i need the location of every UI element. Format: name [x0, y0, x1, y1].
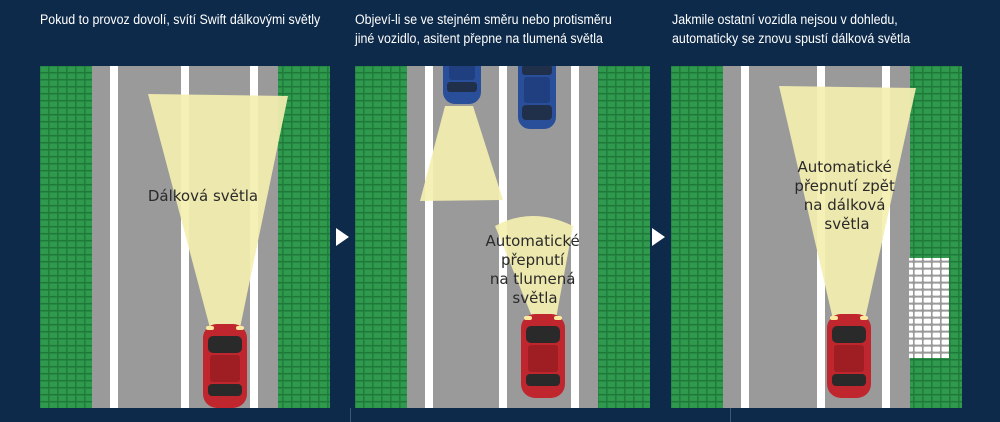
panel-2-caption: Objeví-li se ve stejném směru nebo proti… [355, 10, 612, 48]
panel-2-scene: Automatické přepnutí na tlumená světla [355, 66, 650, 408]
panel-3-caption-line-2: automaticky se znovu spustí dálková svět… [672, 31, 911, 46]
panel-3-caption-line-1: Jakmile ostatní vozidla nejsou v dohledu… [672, 12, 898, 27]
panel-3-caption: Jakmile ostatní vozidla nejsou v dohledu… [672, 10, 910, 48]
panel-2-caption-line-1: Objeví-li se ve stejném směru nebo proti… [355, 12, 612, 27]
next-step-arrow-1 [336, 228, 349, 246]
high-beam-cone [148, 94, 288, 328]
panel-3-label: Automatické přepnutí zpět na dálková svě… [794, 158, 899, 233]
own-car-icon [203, 324, 247, 408]
panel-1-caption-line-1: Pokud to provoz dovolí, svítí Swift dálk… [40, 12, 321, 27]
guide-line-2 [730, 408, 731, 422]
panel-3-scene: Automatické přepnutí zpět na dálková svě… [671, 66, 962, 408]
next-step-arrow-2 [652, 228, 665, 246]
own-car-icon [521, 314, 565, 398]
guide-line-1 [350, 408, 351, 422]
panel-1-caption: Pokud to provoz dovolí, svítí Swift dálk… [40, 10, 320, 29]
panel-2-caption-line-2: jiné vozidlo, asitent přepne na tlumená … [355, 31, 603, 46]
panel-1-label: Dálková světla [148, 187, 258, 205]
own-car-icon [827, 314, 871, 398]
panel-1-scene: Dálková světla [40, 66, 330, 408]
oncoming-beam-cone [420, 106, 503, 201]
low-beam-cone [495, 216, 573, 324]
preceding-car-icon [518, 66, 556, 129]
panel-2-label: Automatické přepnutí na tlumená světla [485, 232, 584, 307]
high-beam-cone [779, 86, 916, 328]
oncoming-car-icon [443, 66, 481, 104]
